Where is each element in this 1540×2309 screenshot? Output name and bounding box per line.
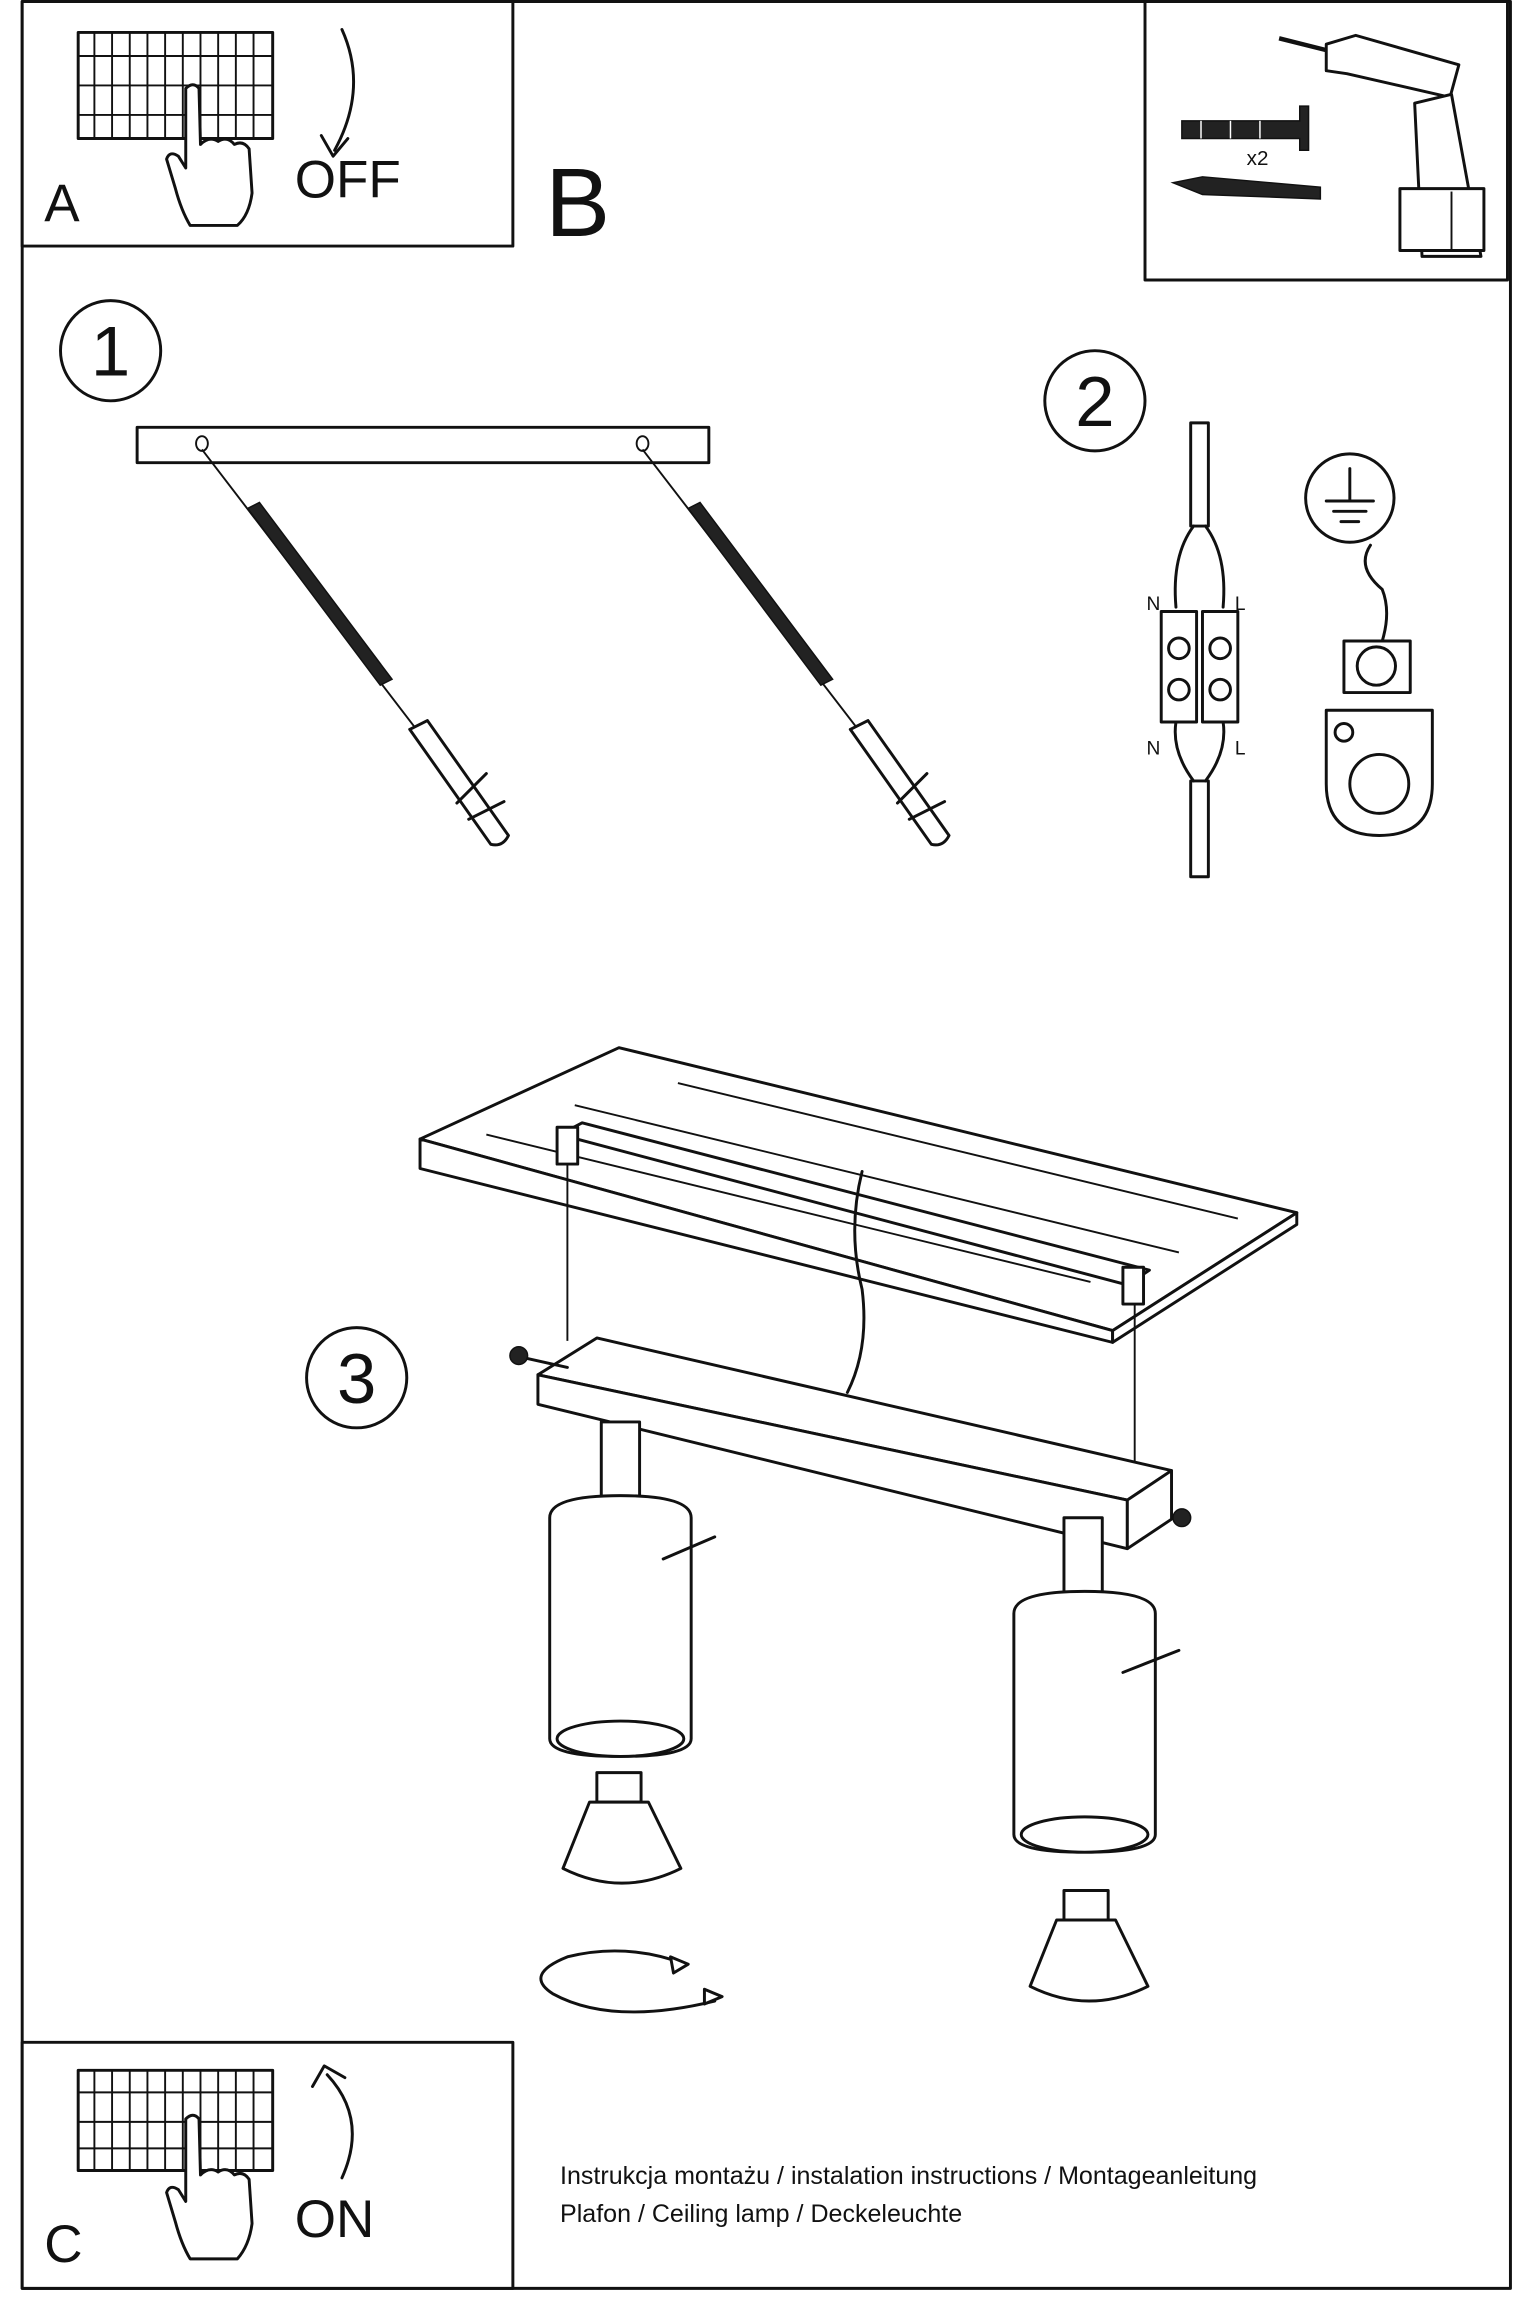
drill-icon (1278, 33, 1486, 258)
step-2-number: 2 (1075, 362, 1114, 441)
live-label-top: L (1235, 594, 1246, 615)
screw-icon (1170, 176, 1322, 200)
neutral-label-top: N (1146, 594, 1160, 615)
fuse-box-icon (76, 30, 275, 140)
screw-left (509, 1346, 569, 1369)
footer-title: Instrukcja montażu / instalation instruc… (560, 2162, 1257, 2190)
screw-and-plug-left (201, 448, 510, 847)
step-1-drilling: 1 (59, 299, 951, 847)
arrow-down-icon (333, 27, 356, 152)
rotate-arrow-icon (539, 1949, 724, 2014)
terminal-block (1159, 610, 1240, 724)
panel-b-letter: B (545, 148, 610, 257)
spotlight-left (548, 1420, 717, 1758)
power-off-label: OFF (295, 150, 401, 209)
ground-symbol-icon (1304, 452, 1396, 544)
mounting-bar (135, 425, 711, 465)
step-2-wiring: 2 N L N L (1043, 349, 1434, 879)
ground-terminal (1324, 639, 1434, 837)
gu10-bulb-right (1028, 1889, 1150, 2003)
wall-plug-icon (1181, 105, 1310, 152)
arrow-up-icon (325, 2073, 354, 2180)
step-3-badge (305, 1326, 409, 1430)
hand-icon (165, 83, 254, 227)
power-on-label: ON (295, 2190, 375, 2249)
screw-and-plug-right (641, 448, 951, 847)
power-cable (845, 1169, 866, 1394)
panel-c-letter: C (44, 2215, 82, 2274)
fuse-box-icon (76, 2068, 275, 2172)
live-label-bottom: L (1235, 738, 1246, 759)
step-1-number: 1 (91, 312, 130, 391)
gu10-bulb-left (561, 1771, 683, 1885)
lamp-base (536, 1336, 1174, 1551)
panel-a-power-off: A OFF (20, 0, 515, 248)
quantity-label: x2 (1247, 147, 1269, 170)
step-2-badge (1043, 349, 1147, 453)
tools-box: x2 (1143, 0, 1509, 282)
step-3-assembly: 3 (305, 1046, 1299, 2014)
footer-subtitle: Plafon / Ceiling lamp / Deckeleuchte (560, 2200, 962, 2228)
panel-c-power-on: C ON (20, 2040, 515, 2290)
neutral-label-bottom: N (1146, 738, 1160, 759)
step-1-badge (59, 299, 163, 403)
panel-a-letter: A (44, 174, 80, 233)
hand-icon (165, 2113, 254, 2261)
screw-right (1172, 1508, 1192, 1528)
step-3-number: 3 (337, 1339, 376, 1418)
page-border (20, 0, 1512, 2290)
spotlight-right (1012, 1516, 1181, 1854)
